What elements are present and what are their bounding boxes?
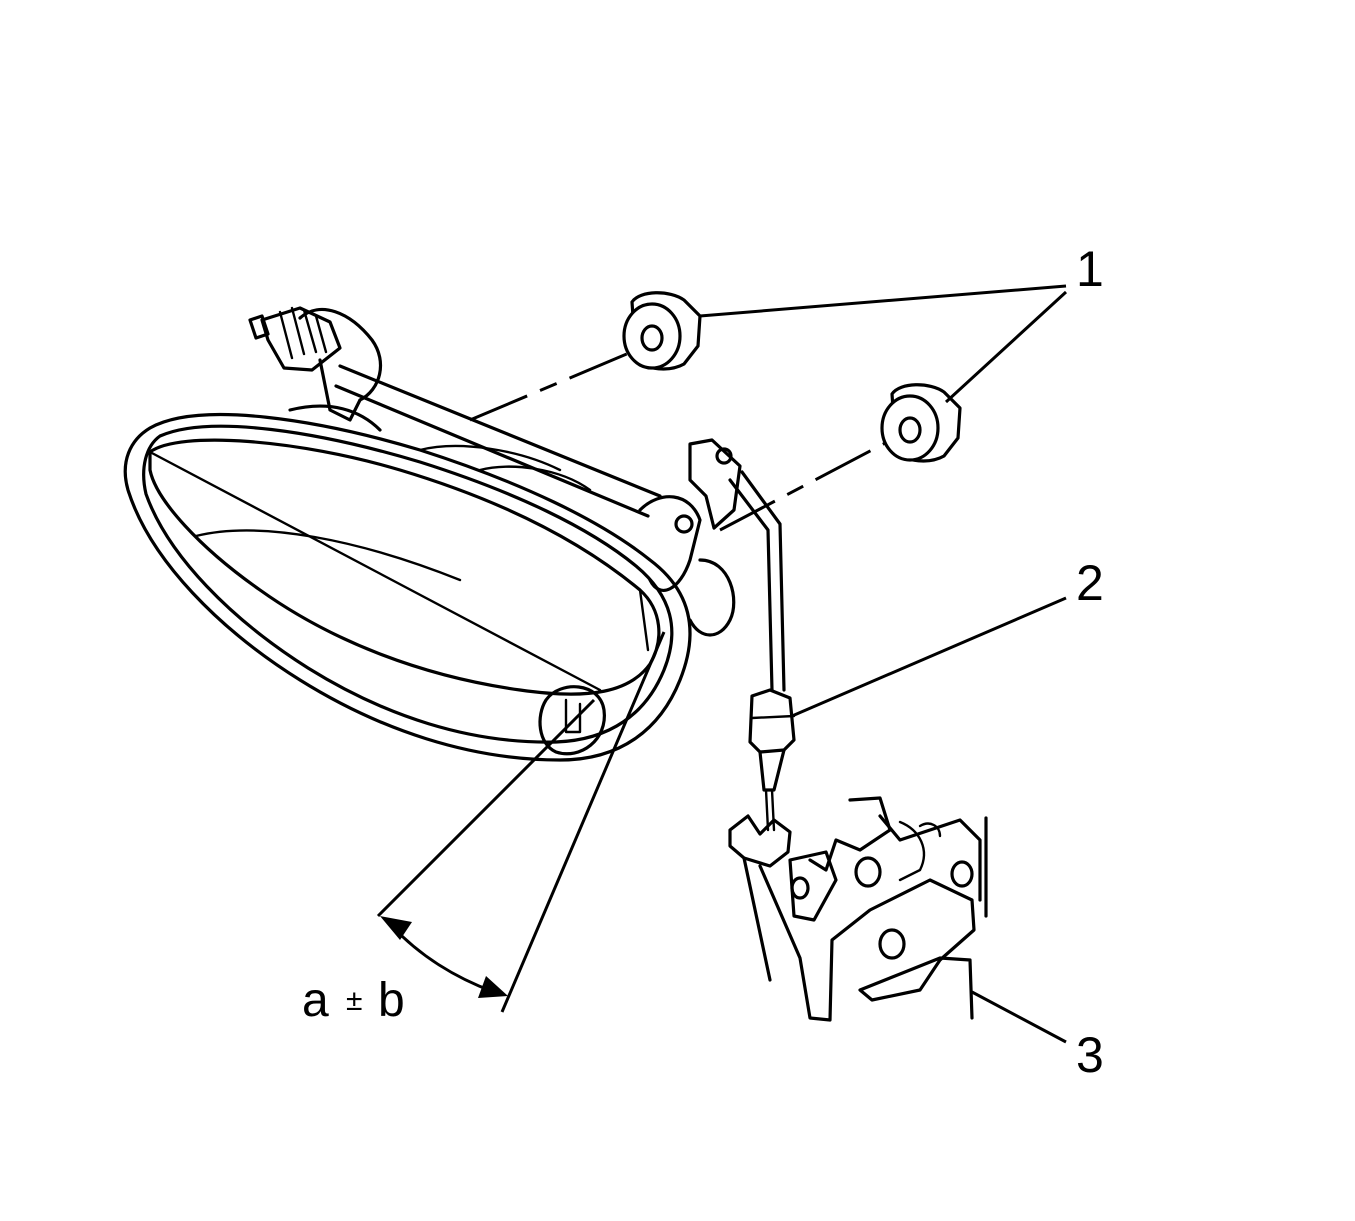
handle-grip — [148, 438, 661, 696]
callout-leaders — [699, 284, 1068, 1044]
arrowhead-lower — [478, 976, 508, 998]
angle-ray-lower — [500, 631, 666, 1013]
callout-3: 3 — [1076, 1027, 1104, 1083]
leader-2 — [791, 596, 1067, 718]
threaded-stud — [248, 306, 383, 422]
angle-label-a: a — [302, 974, 329, 1027]
rod-clip — [748, 688, 796, 832]
door-handle-assembly — [123, 306, 786, 762]
mounting-nut-lower — [880, 383, 962, 463]
mounting-rods — [288, 364, 662, 518]
assembly-line-upper — [469, 338, 661, 422]
angle-ray-upper — [376, 698, 596, 918]
bellcrank-lever — [638, 438, 742, 637]
callout-1: 1 — [1076, 241, 1104, 297]
actuator-rod — [728, 470, 786, 692]
leader-3 — [971, 990, 1067, 1044]
key-cylinder-boss — [538, 685, 606, 756]
angle-indicator — [376, 631, 666, 1013]
angle-arc — [390, 924, 495, 994]
leader-1a — [699, 284, 1067, 318]
angle-label-pm: ± — [346, 984, 362, 1017]
door-latch — [728, 796, 988, 1022]
assembly-line-lower — [719, 428, 911, 532]
callout-2: 2 — [1076, 555, 1104, 611]
arrowhead-upper — [380, 916, 412, 940]
handle-bezel-inner — [142, 424, 674, 744]
mounting-nut-upper — [622, 291, 702, 371]
leader-1b — [944, 290, 1068, 404]
angle-label-b: b — [378, 974, 405, 1027]
